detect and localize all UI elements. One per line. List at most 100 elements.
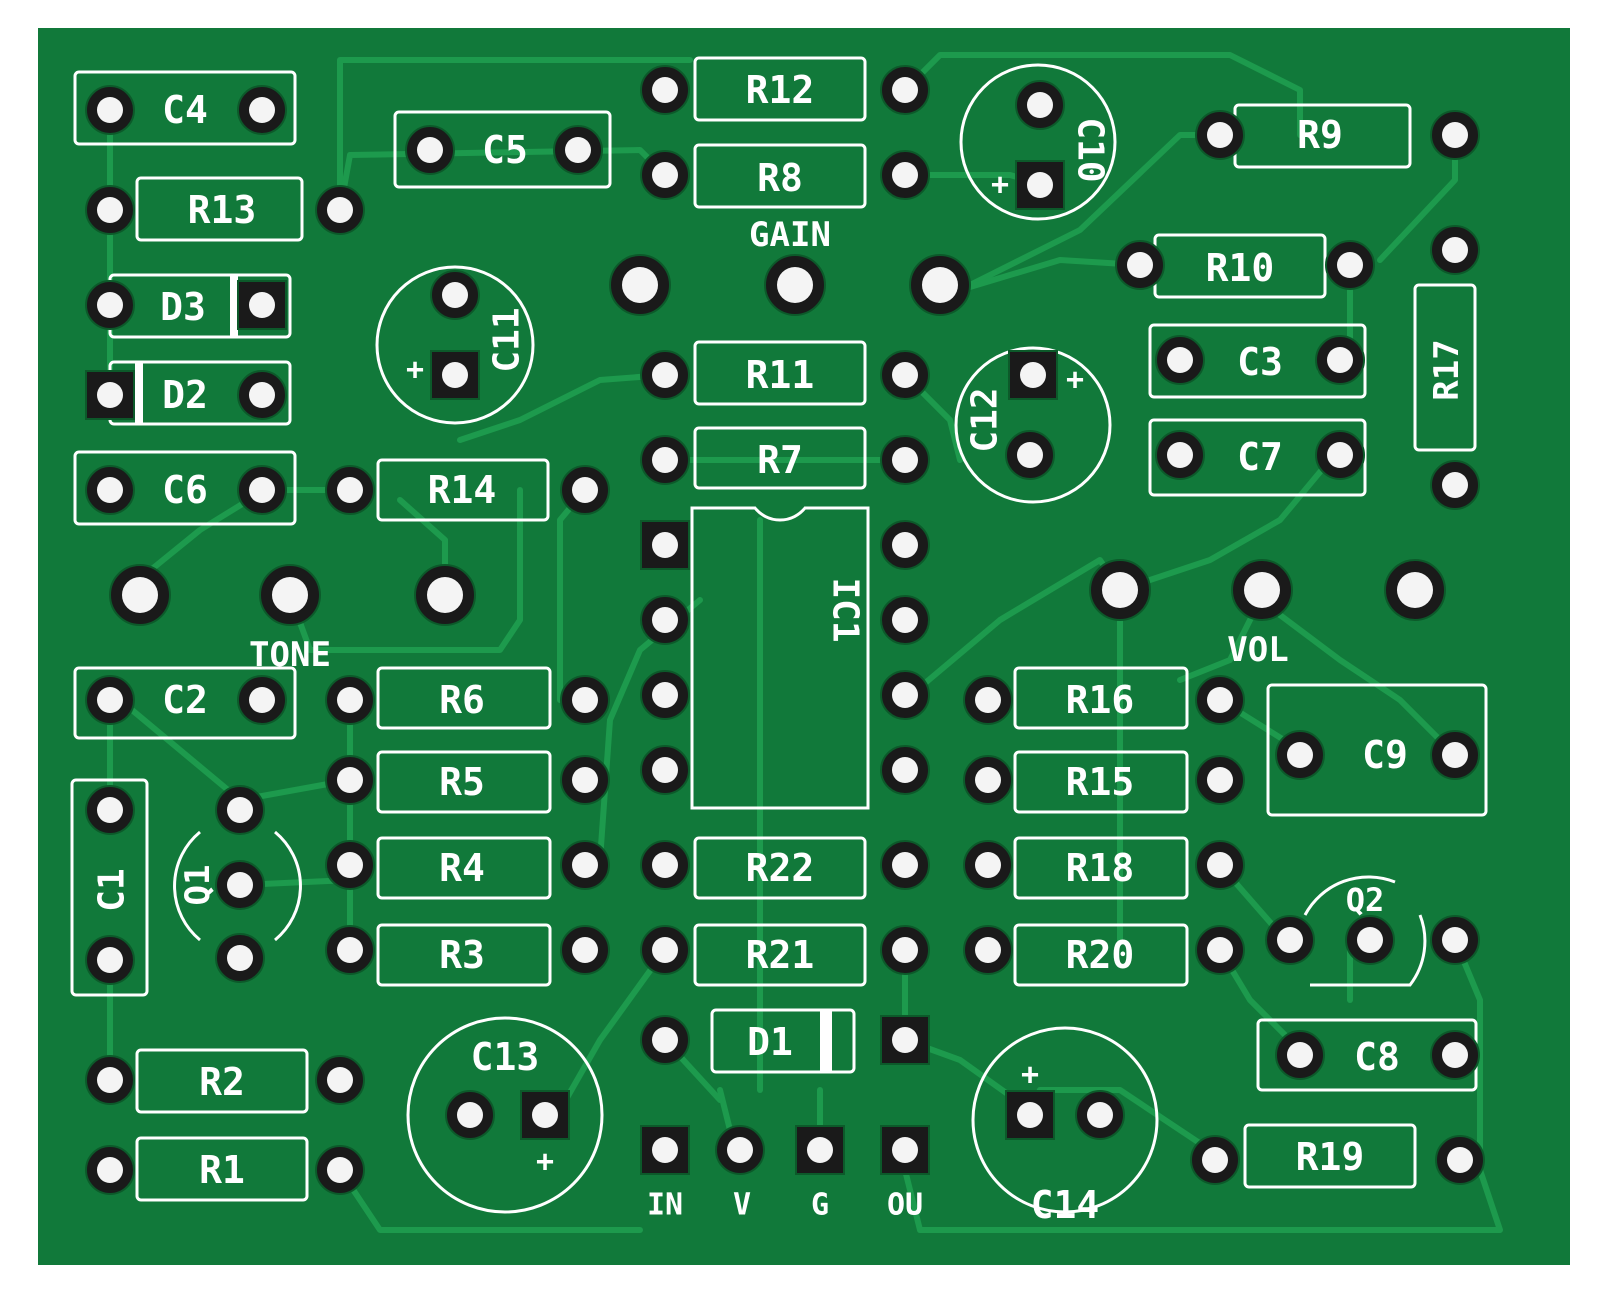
label-c12: C12 — [965, 387, 1006, 452]
drill-hole — [1442, 122, 1468, 148]
drill-hole — [892, 937, 918, 963]
drill-hole — [1357, 927, 1383, 953]
label-c13: C13 — [471, 1035, 540, 1079]
label-plus-c11: + — [406, 353, 424, 388]
label-ou: OU — [887, 1188, 923, 1223]
label-d3: D3 — [160, 285, 206, 329]
label-plus-c12: + — [1066, 363, 1084, 398]
label-r19: R19 — [1296, 1135, 1365, 1179]
label-r18: R18 — [1066, 846, 1135, 890]
drill-hole — [337, 852, 363, 878]
drill-hole — [337, 937, 363, 963]
drill-hole — [327, 1067, 353, 1093]
trace — [1257, 597, 1458, 758]
drill-hole — [227, 797, 253, 823]
c13-outline — [406, 1016, 604, 1214]
drill-hole — [1327, 442, 1353, 468]
drill-hole — [337, 767, 363, 793]
drill-hole — [652, 682, 678, 708]
drill-hole — [652, 1027, 678, 1053]
drill-hole — [1244, 572, 1280, 608]
drill-hole — [327, 197, 353, 223]
drill-hole — [892, 77, 918, 103]
r3-outline — [376, 923, 552, 987]
drill-hole — [97, 382, 123, 408]
drill-hole — [1207, 852, 1233, 878]
drill-hole — [97, 947, 123, 973]
drill-hole — [1027, 172, 1053, 198]
label-c2: C2 — [162, 678, 208, 722]
drill-hole — [652, 362, 678, 388]
label-c3: C3 — [1237, 340, 1283, 384]
drill-hole — [572, 852, 598, 878]
label-r6: R6 — [439, 678, 485, 722]
label-r16: R16 — [1066, 678, 1135, 722]
drill-hole — [727, 1137, 753, 1163]
trace — [457, 372, 668, 443]
r12-outline — [693, 56, 867, 122]
r13-outline — [135, 176, 304, 242]
r2-outline — [135, 1048, 309, 1114]
r1-outline — [135, 1136, 309, 1202]
r7-outline — [693, 426, 867, 490]
drill-hole — [1447, 1147, 1473, 1173]
drill-hole — [652, 532, 678, 558]
d1-band — [820, 1010, 832, 1072]
r6-outline — [376, 666, 552, 730]
label-g: G — [811, 1188, 829, 1223]
label-c4: C4 — [162, 88, 208, 132]
drill-hole — [1020, 362, 1046, 388]
drill-hole — [975, 687, 1001, 713]
label-r8: R8 — [757, 156, 803, 200]
drill-hole — [227, 872, 253, 898]
label-r10: R10 — [1206, 246, 1275, 290]
drill-hole — [892, 362, 918, 388]
drill-hole — [442, 362, 468, 388]
drill-hole — [532, 1102, 558, 1128]
label-r14: R14 — [428, 468, 497, 512]
drill-hole — [249, 292, 275, 318]
drill-hole — [892, 447, 918, 473]
drill-hole — [652, 607, 678, 633]
drill-hole — [572, 937, 598, 963]
drill-hole — [1087, 1102, 1113, 1128]
drill-hole — [272, 577, 308, 613]
c11-outline — [375, 265, 535, 425]
r8-outline — [693, 143, 867, 209]
label-r4: R4 — [439, 846, 485, 890]
drill-hole — [572, 477, 598, 503]
label-r2: R2 — [199, 1060, 245, 1104]
drill-hole — [892, 682, 918, 708]
label-r22: R22 — [746, 846, 815, 890]
r21-outline — [693, 923, 867, 987]
label-r1: R1 — [199, 1148, 245, 1192]
label-r21: R21 — [746, 933, 815, 977]
drill-hole — [652, 162, 678, 188]
label-d1: D1 — [747, 1020, 793, 1064]
label-q2: Q2 — [1346, 881, 1385, 919]
drill-hole — [97, 1157, 123, 1183]
drill-hole — [622, 267, 658, 303]
drill-hole — [1102, 572, 1138, 608]
label-r13: R13 — [188, 188, 257, 232]
drill-hole — [572, 687, 598, 713]
label-c8: C8 — [1354, 1035, 1400, 1079]
trace — [1177, 597, 1263, 683]
r17-outline — [1413, 283, 1477, 452]
trace — [557, 947, 668, 1113]
drill-hole — [1397, 572, 1433, 608]
drill-hole — [892, 1027, 918, 1053]
silkscreen — [70, 56, 1488, 1214]
drill-hole — [652, 1137, 678, 1163]
trace — [957, 257, 1143, 293]
r5-outline — [376, 750, 552, 814]
label-c7: C7 — [1237, 435, 1283, 479]
drill-hole — [1202, 1147, 1228, 1173]
drill-hole — [892, 532, 918, 558]
label-r12: R12 — [746, 68, 815, 112]
drill-hole — [249, 477, 275, 503]
drill-hole — [892, 852, 918, 878]
c6-outline — [73, 450, 297, 526]
label-q1: Q1 — [178, 865, 218, 906]
